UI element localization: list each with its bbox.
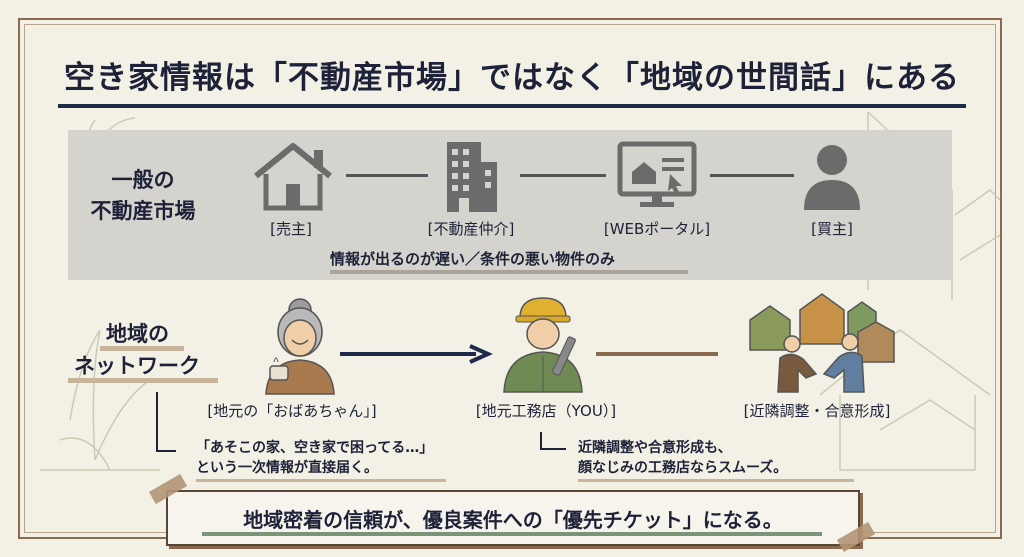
arrow-grandmother-to-builder <box>340 344 493 364</box>
web-portal-monitor-icon <box>617 141 697 207</box>
network-note-1: 「あそこの家、空き家で困ってる…」 という一次情報が直接届く。 <box>196 438 433 478</box>
network-note-2-line1: 近隣調整や合意形成も、 <box>578 440 732 456</box>
network-node-grandmother: [地元の「おばあちゃん」] <box>207 402 377 420</box>
market-node-seller: [売主] <box>270 220 312 238</box>
handshake-houses-icon <box>749 293 895 393</box>
market-label-line2: 不動産市場 <box>90 199 196 223</box>
network-node-neighbors: [近隣調整・合意形成] <box>743 402 891 420</box>
banner-underline <box>202 532 822 536</box>
note2-bracket <box>540 432 566 450</box>
note1-underline <box>196 479 446 482</box>
market-node-portal: [WEBポータル] <box>603 220 711 238</box>
market-connector-3 <box>710 174 794 177</box>
banner-text: 地域密着の信頼が、優良案件への「優先チケット」になる。 <box>243 508 783 532</box>
market-node-broker: [不動産仲介] <box>427 220 515 238</box>
network-note-1-line2: という一次情報が直接届く。 <box>196 460 378 476</box>
network-note-2: 近隣調整や合意形成も、 顔なじみの工務店ならスムーズ。 <box>578 438 787 478</box>
market-note: 情報が出るのが遅い／条件の悪い物件のみ <box>330 250 616 268</box>
house-icon <box>254 143 332 211</box>
network-note-2-line2: 顔なじみの工務店ならスムーズ。 <box>578 460 788 476</box>
title-underline <box>58 104 966 108</box>
grandmother-icon <box>265 298 335 395</box>
builder-to-neighbors-connector <box>596 352 718 356</box>
market-label: 一般の 不動産市場 <box>82 165 204 227</box>
network-note-1-line1: 「あそこの家、空き家で困ってる…」 <box>196 440 434 456</box>
person-icon <box>804 145 860 210</box>
market-node-buyer: [買主] <box>811 220 853 238</box>
market-connector-2 <box>520 174 606 177</box>
market-note-underline <box>330 270 688 274</box>
market-label-line1: 一般の <box>111 168 175 192</box>
office-building-icon <box>447 142 497 212</box>
network-label-underline-2 <box>68 378 218 383</box>
page-title: 空き家情報は「不動産市場」ではなく「地域の世間話」にある <box>64 60 960 96</box>
conclusion-banner: 地域密着の信頼が、優良案件への「優先チケット」になる。 <box>166 490 860 546</box>
construction-worker-icon <box>503 297 583 393</box>
note2-underline <box>578 479 854 482</box>
network-node-builder: [地元工務店（YOU）] <box>475 402 617 420</box>
market-connector-1 <box>346 174 428 177</box>
note1-bracket <box>156 392 176 452</box>
network-label-line1: 地域の <box>106 322 169 346</box>
network-label-underline-1 <box>100 346 184 351</box>
network-label-line2: ネットワーク <box>74 354 200 378</box>
